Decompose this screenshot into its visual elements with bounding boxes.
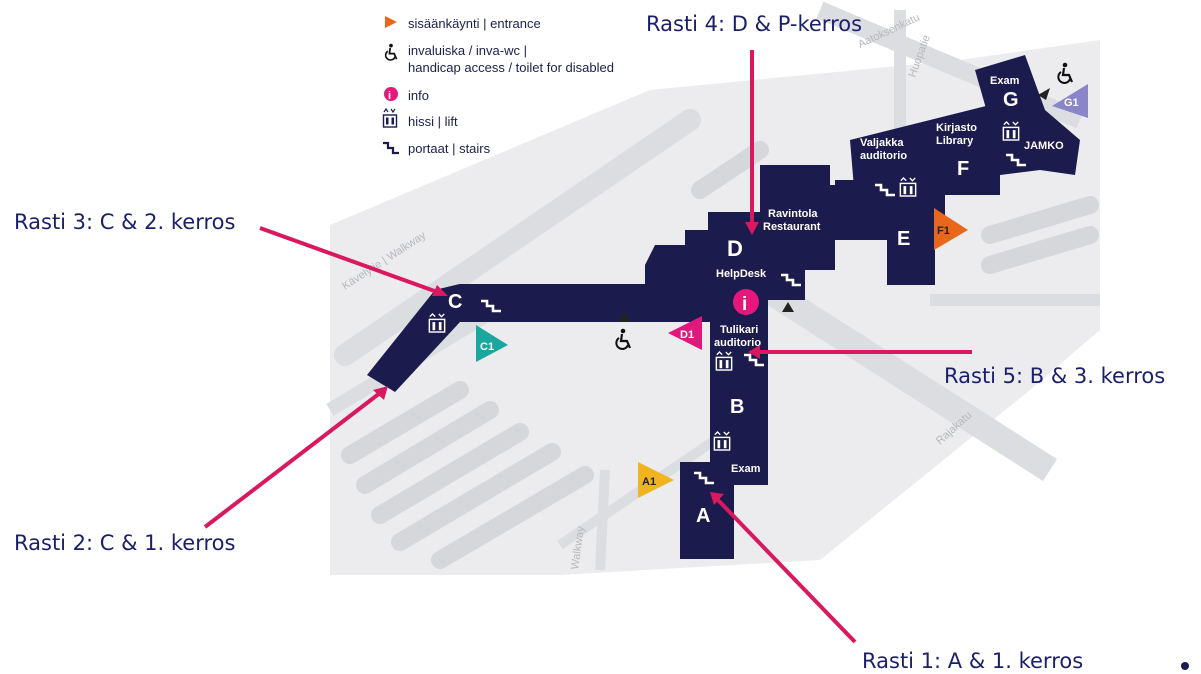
wheelchair-icon: [384, 42, 398, 61]
wing-c-label: C: [448, 291, 462, 313]
legend-access-1: invaluiska / inva-wc |: [408, 43, 527, 58]
wing-g: [975, 55, 1080, 175]
rasti-4-label: Rasti 4: D & P-kerros: [646, 12, 863, 36]
jamko-label: JAMKO: [1024, 140, 1064, 152]
legend-info: info: [408, 88, 429, 103]
arrow-rasti-1-head: [710, 492, 724, 505]
ravintola-label-1: Ravintola: [768, 208, 818, 220]
tulikari-label-2: auditorio: [714, 337, 761, 349]
arrow-rasti-1: [716, 498, 857, 644]
wing-b: [710, 300, 768, 485]
legend-stairs: portaat | stairs: [408, 141, 491, 156]
legend-lift: hissi | lift: [408, 114, 458, 129]
tulikari-label-1: Tulikari: [720, 324, 758, 336]
rasti-2-label: Rasti 2: C & 1. kerros: [14, 531, 236, 555]
entrance-pointer-d: [782, 302, 794, 312]
helpdesk-label: HelpDesk: [716, 268, 767, 280]
wing-d-label: D: [727, 236, 743, 261]
stairs-icon: [383, 141, 399, 155]
arrow-rasti-3: [259, 226, 441, 295]
arrow-rasti-4-head: [745, 222, 759, 235]
parking-lot: [341, 141, 1099, 569]
wing-e: [887, 180, 935, 285]
legend-access-2: handicap access / toilet for disabled: [408, 60, 614, 75]
svg-text:A1: A1: [642, 476, 656, 488]
entrance-c1: C1: [476, 325, 508, 362]
rasti-1-label: Rasti 1: A & 1. kerros: [862, 649, 1084, 673]
arrow-rasti-2: [203, 391, 382, 529]
valjakka-label-2: auditorio: [860, 150, 907, 162]
lift-icon: [382, 107, 398, 128]
exam-a-label: Exam: [731, 463, 761, 475]
wing-b-label: B: [730, 396, 744, 418]
wing-f-label: F: [957, 158, 969, 180]
entrance-pointer-c: [618, 312, 630, 322]
kirjasto-label-2: Library: [936, 135, 974, 147]
info-icon: [384, 87, 398, 101]
kirjasto-label-1: Kirjasto: [936, 122, 977, 134]
entrance-icon: [385, 16, 397, 28]
pointer-arrows: [203, 50, 972, 644]
entrance-f1: F1: [934, 208, 968, 250]
entrance-g1: G1: [1052, 84, 1088, 118]
corner-dot: [1181, 662, 1189, 670]
entrance-a1: A1: [638, 462, 674, 498]
rasti-3-label: Rasti 3: C & 2. kerros: [14, 210, 236, 234]
legend: sisäänkäynti | entrance invaluiska / inv…: [382, 16, 614, 156]
wing-e-label: E: [897, 228, 910, 250]
svg-text:i: i: [388, 90, 391, 102]
wing-a-label: A: [696, 505, 710, 527]
wing-c: [367, 284, 460, 392]
wing-f-lower: [930, 145, 1000, 195]
svg-text:C1: C1: [480, 341, 494, 353]
buildings: [367, 55, 1080, 559]
arrow-rasti-5-head: [748, 345, 760, 359]
svg-text:D1: D1: [680, 329, 694, 341]
ravintola-label-2: Restaurant: [763, 221, 821, 233]
svg-text:F1: F1: [937, 225, 950, 237]
arrow-rasti-2-head: [373, 386, 388, 400]
wing-g-label: G: [1003, 89, 1019, 111]
entrance-d1: D1: [668, 316, 702, 350]
valjakka-label-1: Valjakka: [860, 137, 904, 149]
svg-text:G1: G1: [1064, 97, 1079, 109]
legend-entrance: sisäänkäynti | entrance: [408, 16, 541, 31]
entrance-pointer-g: [1038, 88, 1050, 100]
arrow-rasti-3-head: [432, 285, 448, 296]
info-icon-map-glyph: i: [742, 294, 747, 315]
exam-g-label: Exam: [990, 75, 1020, 87]
info-icon-map: [733, 289, 759, 315]
rasti-5-label: Rasti 5: B & 3. kerros: [944, 364, 1166, 388]
